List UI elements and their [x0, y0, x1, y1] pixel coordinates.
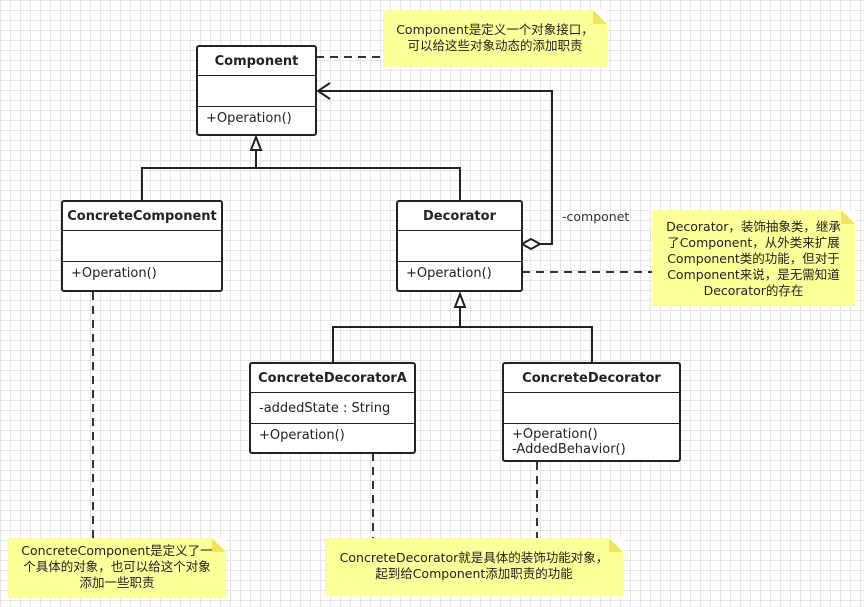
operations-section: +Operation() [198, 107, 315, 130]
attributes-section [398, 231, 521, 262]
attributes-section [504, 393, 679, 424]
note-line: 可以给这些对象动态的添加职责 [407, 38, 583, 53]
generalization-decorator-tree [332, 326, 593, 362]
note-line: ConcreteComponent是定义了一 [21, 543, 213, 558]
generalization-decorator-arrow [453, 291, 467, 308]
note-decorator[interactable]: Decorator，装饰抽象类，继承 了Component，从外类来扩展 Com… [652, 210, 855, 306]
note-fold-icon [212, 538, 226, 552]
class-name: Component [198, 47, 315, 76]
operations-section: +Operation() [63, 262, 221, 285]
generalization-component-tree [141, 167, 461, 200]
aggregation-diamond [519, 237, 543, 251]
aggregation-line [318, 90, 553, 245]
operation: +Operation() [259, 428, 345, 443]
note-component[interactable]: Component是定义一个对象接口， 可以给这些对象动态的添加职责 [383, 10, 607, 67]
note-line: 起到给Component添加职责的功能 [375, 566, 573, 581]
note-line: 了Component，从外类来扩展 [667, 235, 840, 250]
class-concrete-component[interactable]: ConcreteComponent +Operation() [61, 200, 223, 292]
attributes-section [198, 76, 315, 107]
class-name: ConcreteDecorator [504, 364, 679, 393]
note-line: 个具体的对象，也可以给这个对象 [23, 559, 211, 574]
class-concrete-decorator[interactable]: ConcreteDecorator +Operation() -AddedBeh… [502, 362, 681, 462]
operation: +Operation() [406, 266, 492, 281]
note-line: Component类的功能，但对于 [667, 251, 840, 266]
note-fold-icon [841, 210, 855, 224]
note-line: Component来说，是无需知道 [667, 267, 840, 282]
association-label: -componet [562, 209, 630, 224]
note-fold-icon [609, 538, 623, 552]
note-fold-icon [593, 10, 607, 24]
generalization-component-arrow [249, 134, 263, 151]
note-line: Component是定义一个对象接口， [396, 22, 594, 37]
note-concrete-component[interactable]: ConcreteComponent是定义了一 个具体的对象，也可以给这个对象 添… [8, 538, 226, 598]
class-name: Decorator [398, 202, 521, 231]
operation: +Operation() [512, 427, 598, 442]
operation: +Operation() [206, 111, 292, 126]
class-name: ConcreteDecoratorA [251, 364, 414, 393]
note-line: Decorator，装饰抽象类，继承 [666, 219, 841, 234]
attribute: -addedState : String [259, 400, 391, 416]
class-name: ConcreteComponent [63, 202, 221, 231]
attributes-section [63, 231, 221, 262]
class-component[interactable]: Component +Operation() [196, 45, 317, 136]
class-concrete-decorator-a[interactable]: ConcreteDecoratorA -addedState : String … [249, 362, 416, 454]
operation: -AddedBehavior() [512, 442, 626, 457]
note-concrete-decorator[interactable]: ConcreteDecorator就是具体的装饰功能对象， 起到给Compone… [325, 538, 623, 596]
note-line: Decorator的存在 [703, 283, 804, 298]
note-line: 添加一些职责 [79, 575, 155, 590]
operations-section: +Operation() [251, 424, 414, 447]
class-decorator[interactable]: Decorator +Operation() [396, 200, 523, 292]
operation: +Operation() [71, 266, 157, 281]
attributes-section: -addedState : String [251, 393, 414, 424]
note-line: ConcreteDecorator就是具体的装饰功能对象， [339, 550, 609, 565]
operations-section: +Operation() -AddedBehavior() [504, 424, 679, 461]
operations-section: +Operation() [398, 262, 521, 285]
aggregation-open-arrow [316, 82, 331, 100]
